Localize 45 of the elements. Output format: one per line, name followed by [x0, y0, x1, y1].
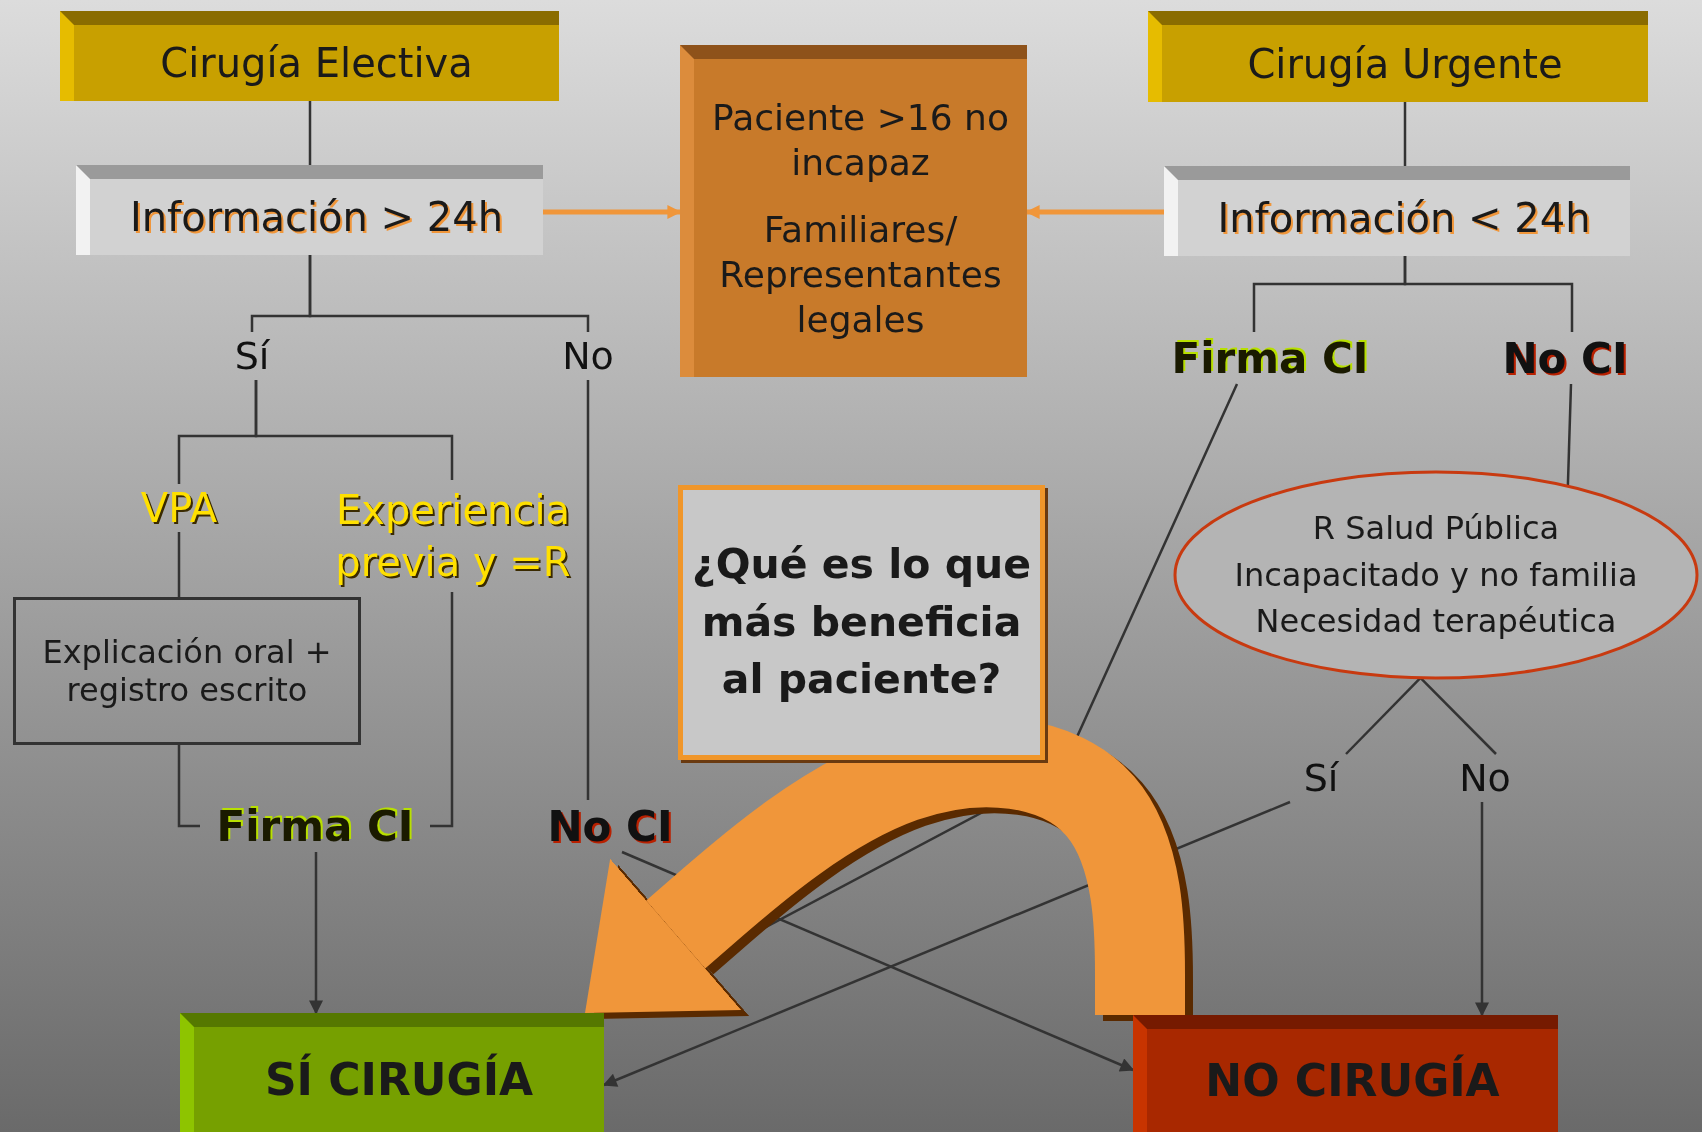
connector: [430, 592, 454, 828]
node-text: ¿Qué es lo que más beneficia al paciente?: [691, 539, 1032, 706]
node-text: Paciente >16 no incapaz: [711, 95, 1010, 185]
node-text: Información > 24h: [129, 194, 503, 240]
outcome-label: No CI: [1490, 332, 1640, 384]
criteria-box: [680, 45, 1027, 377]
connector: [586, 380, 590, 800]
branch-label: Sí: [212, 332, 292, 380]
connector: [254, 380, 454, 480]
outcome-label: Firma CI: [1160, 332, 1380, 384]
heading-box: [60, 11, 559, 101]
connector: [308, 101, 312, 165]
branch-label: VPA: [114, 484, 244, 532]
arrow: [309, 852, 323, 1015]
node-text: SÍ CIRUGÍA: [264, 1054, 534, 1105]
node-text: Familiares/ Representantes legales: [718, 207, 1003, 342]
node-text: NO CIRUGÍA: [1205, 1055, 1500, 1106]
node-text: R Salud Pública: [1312, 508, 1560, 550]
outcome-box: [1133, 1015, 1558, 1132]
branch-label: No: [1445, 754, 1525, 802]
node-text: Información < 24h: [1217, 195, 1591, 241]
connector: [1403, 102, 1407, 166]
node-text: Cirugía Urgente: [1247, 40, 1563, 87]
heading-box: [1148, 11, 1648, 102]
outcome-label: Firma CI: [200, 800, 430, 852]
arrow: [1475, 802, 1489, 1017]
connector: [1566, 383, 1573, 487]
info-box: [76, 165, 543, 255]
explanation-box: [13, 597, 361, 745]
outcome-label: No CI: [530, 800, 690, 852]
branch-label: No: [548, 332, 628, 380]
node-text: Incapacitado y no familia: [1234, 554, 1638, 596]
node-text: Cirugía Electiva: [160, 40, 473, 86]
connector: [308, 255, 590, 332]
info-box: [1164, 166, 1630, 256]
arrow: [543, 205, 682, 219]
connector: [177, 532, 181, 597]
branch-label: Sí: [1286, 754, 1356, 802]
node-text: Explicación oral + registro escrito: [41, 632, 333, 710]
branch-label: Experiencia previa y =R: [320, 480, 586, 592]
outcome-box: [180, 1013, 604, 1132]
connector: [1403, 256, 1574, 332]
connector: [177, 745, 200, 828]
node-text: Necesidad terapéutica: [1255, 601, 1617, 643]
question-box: [678, 485, 1045, 760]
